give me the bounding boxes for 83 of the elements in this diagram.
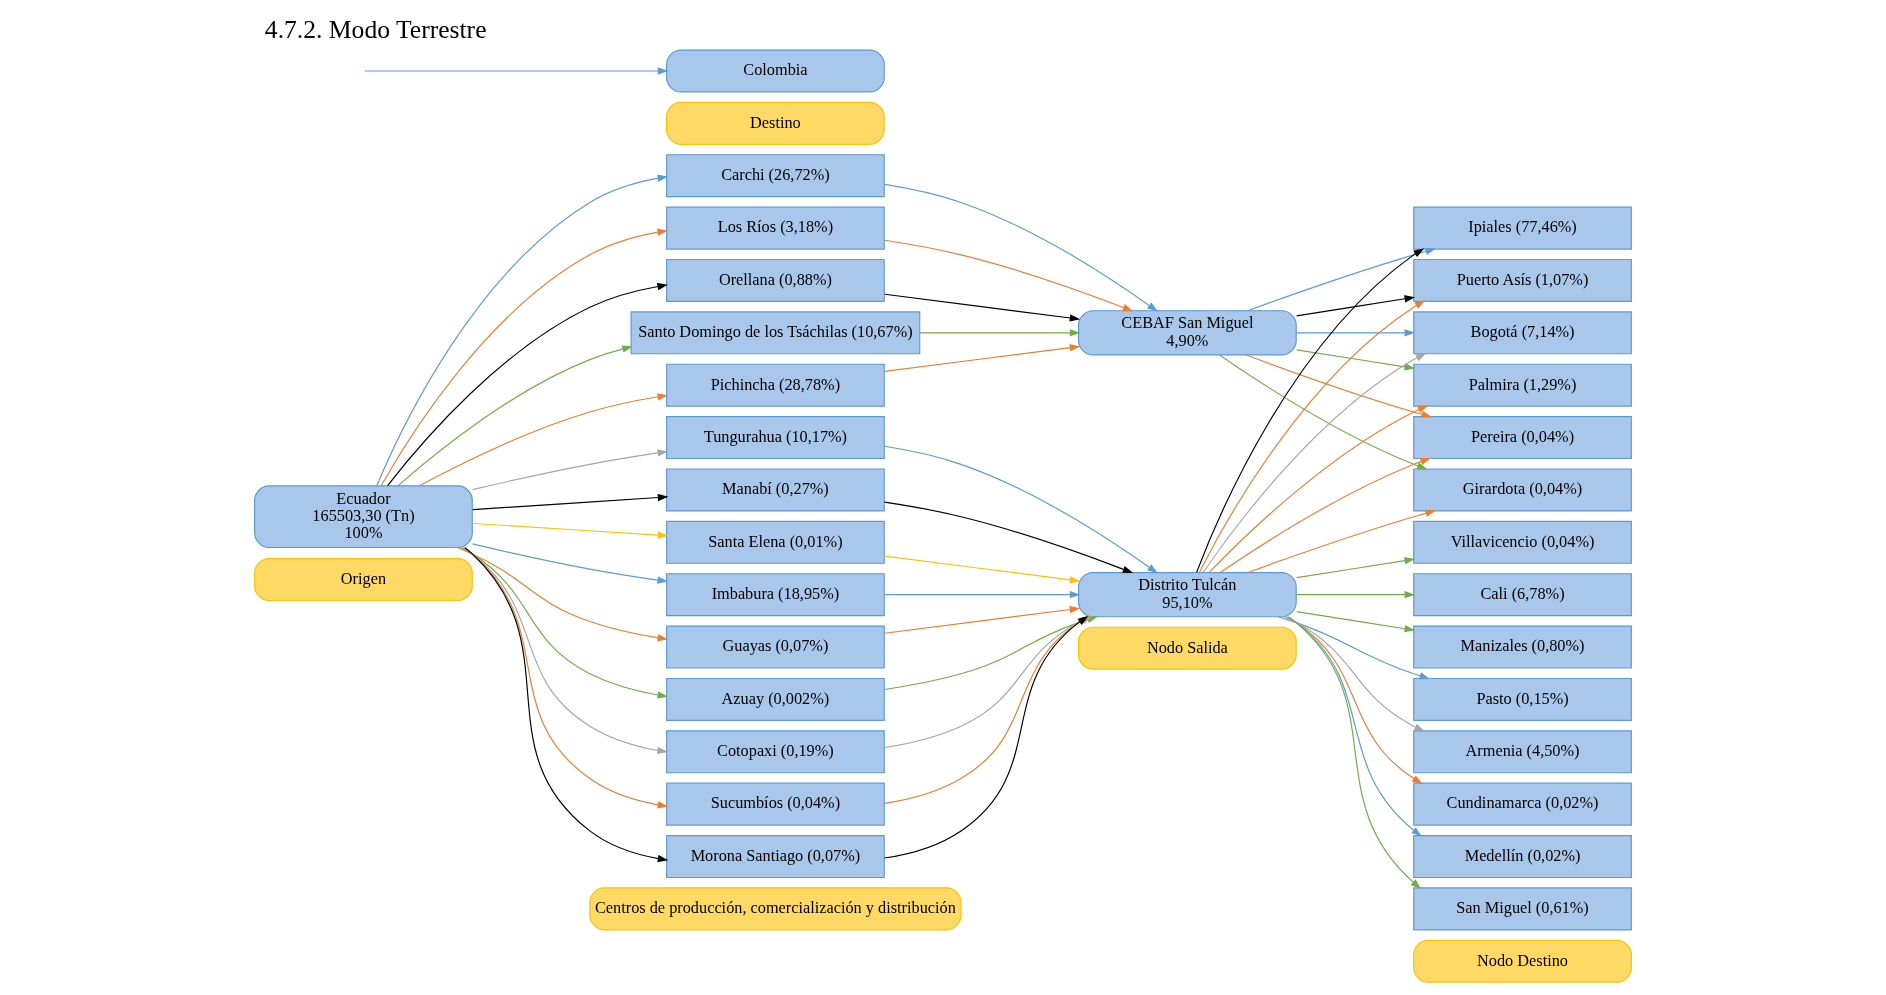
arrow [1202,353,1427,573]
arrow [387,282,668,487]
arrow [364,67,669,75]
arrow [884,555,1081,584]
arrow [472,493,669,511]
node-box: Manizales (0,80%) [1413,625,1632,669]
arrow [1219,354,1428,470]
node-box: Puerto Asís (1,07%) [1413,258,1632,302]
arrow [884,591,1081,599]
arrow [884,293,1081,322]
node-box: Manabí (0,27%) [666,468,885,512]
node-box: Los Ríos (3,18%) [666,206,885,250]
arrow [883,239,1134,312]
arrow [380,228,668,487]
arrow [884,605,1081,634]
node-box: Tungurahua (10,17%) [666,416,885,460]
arrow [471,543,668,584]
node-box: Guayas (0,07%) [666,625,885,669]
diagram-title: 4.7.2. Modo Terrestre [264,14,487,44]
node-box: Azuay (0,002%) [666,677,885,721]
arrow [1286,616,1423,784]
arrow [884,344,1081,372]
arrow [1288,616,1422,889]
arrow [1296,611,1416,633]
node-box: Nodo Destino [1413,939,1632,983]
arrow [1296,295,1416,317]
node-box: Pasto (0,15%) [1413,677,1632,721]
node-box: Pereira (0,04%) [1413,416,1632,460]
arrow [463,547,669,809]
node-box: Santa Elena (0,01%) [666,520,885,564]
node-box: CEBAF San Miguel 4,90% [1078,310,1297,356]
node-box: Origen [254,558,473,602]
node-box: Cundinamarca (0,02%) [1413,782,1632,826]
arrow [1196,248,1425,573]
node-box: Medellín (0,02%) [1413,834,1632,879]
arrow [1296,329,1416,337]
arrow [1283,616,1425,732]
arrow [460,547,669,699]
node-box: Cotopaxi (0,19%) [666,730,885,774]
arrow [464,547,669,863]
arrow [1247,247,1436,312]
arrow [1198,300,1426,573]
node-box: Pichincha (28,78%) [666,363,885,407]
arrow [471,449,668,491]
arrow [457,547,669,642]
arrow [1296,591,1416,599]
arrow [462,547,668,755]
node-box: Girardota (0,04%) [1413,468,1632,512]
arrow [1208,405,1429,573]
node-box: Carchi (26,72%) [666,154,885,198]
node-box: Colombia [666,49,885,93]
arrow [1287,616,1422,837]
arrow [1278,616,1430,680]
node-box: San Miguel (0,61%) [1413,887,1632,931]
node-box: Palmira (1,29%) [1413,363,1632,407]
arrow [883,445,1158,574]
node-box: Bogotá (7,14%) [1413,311,1632,355]
node-box: Distrito Tulcán 95,10% [1078,571,1297,618]
node-box: Ecuador 165503,30 (Tn) 100% [254,485,473,549]
node-box: Villavicencio (0,04%) [1413,520,1632,564]
node-box: Orellana (0,88%) [666,258,885,302]
node-box: Cali (6,78%) [1413,573,1632,617]
arrow [1296,557,1416,579]
arrow [418,393,669,487]
node-box: Sucumbíos (0,04%) [666,782,885,826]
node-box: Armenia (4,50%) [1413,730,1632,774]
node-box: Centros de producción, comercialización y distribución [589,887,962,931]
arrow [397,345,633,487]
node-box: Destino [666,101,885,145]
arrow [376,174,669,487]
arrow [1219,458,1431,573]
node-box: Imbabura (18,95%) [666,573,885,617]
node-box: Santo Domingo de los Tsáchilas (10,67%) [630,311,921,355]
node-box: Morona Santiago (0,07%) [666,834,885,879]
arrow [1296,349,1416,371]
arrow [883,501,1134,574]
arrow [919,329,1081,337]
arrow [472,522,669,539]
arrow [1247,509,1436,574]
arrow [883,183,1158,312]
arrow [1245,354,1432,418]
node-box: Nodo Salida [1078,626,1297,670]
node-box: Ipiales (77,46%) [1413,206,1632,250]
